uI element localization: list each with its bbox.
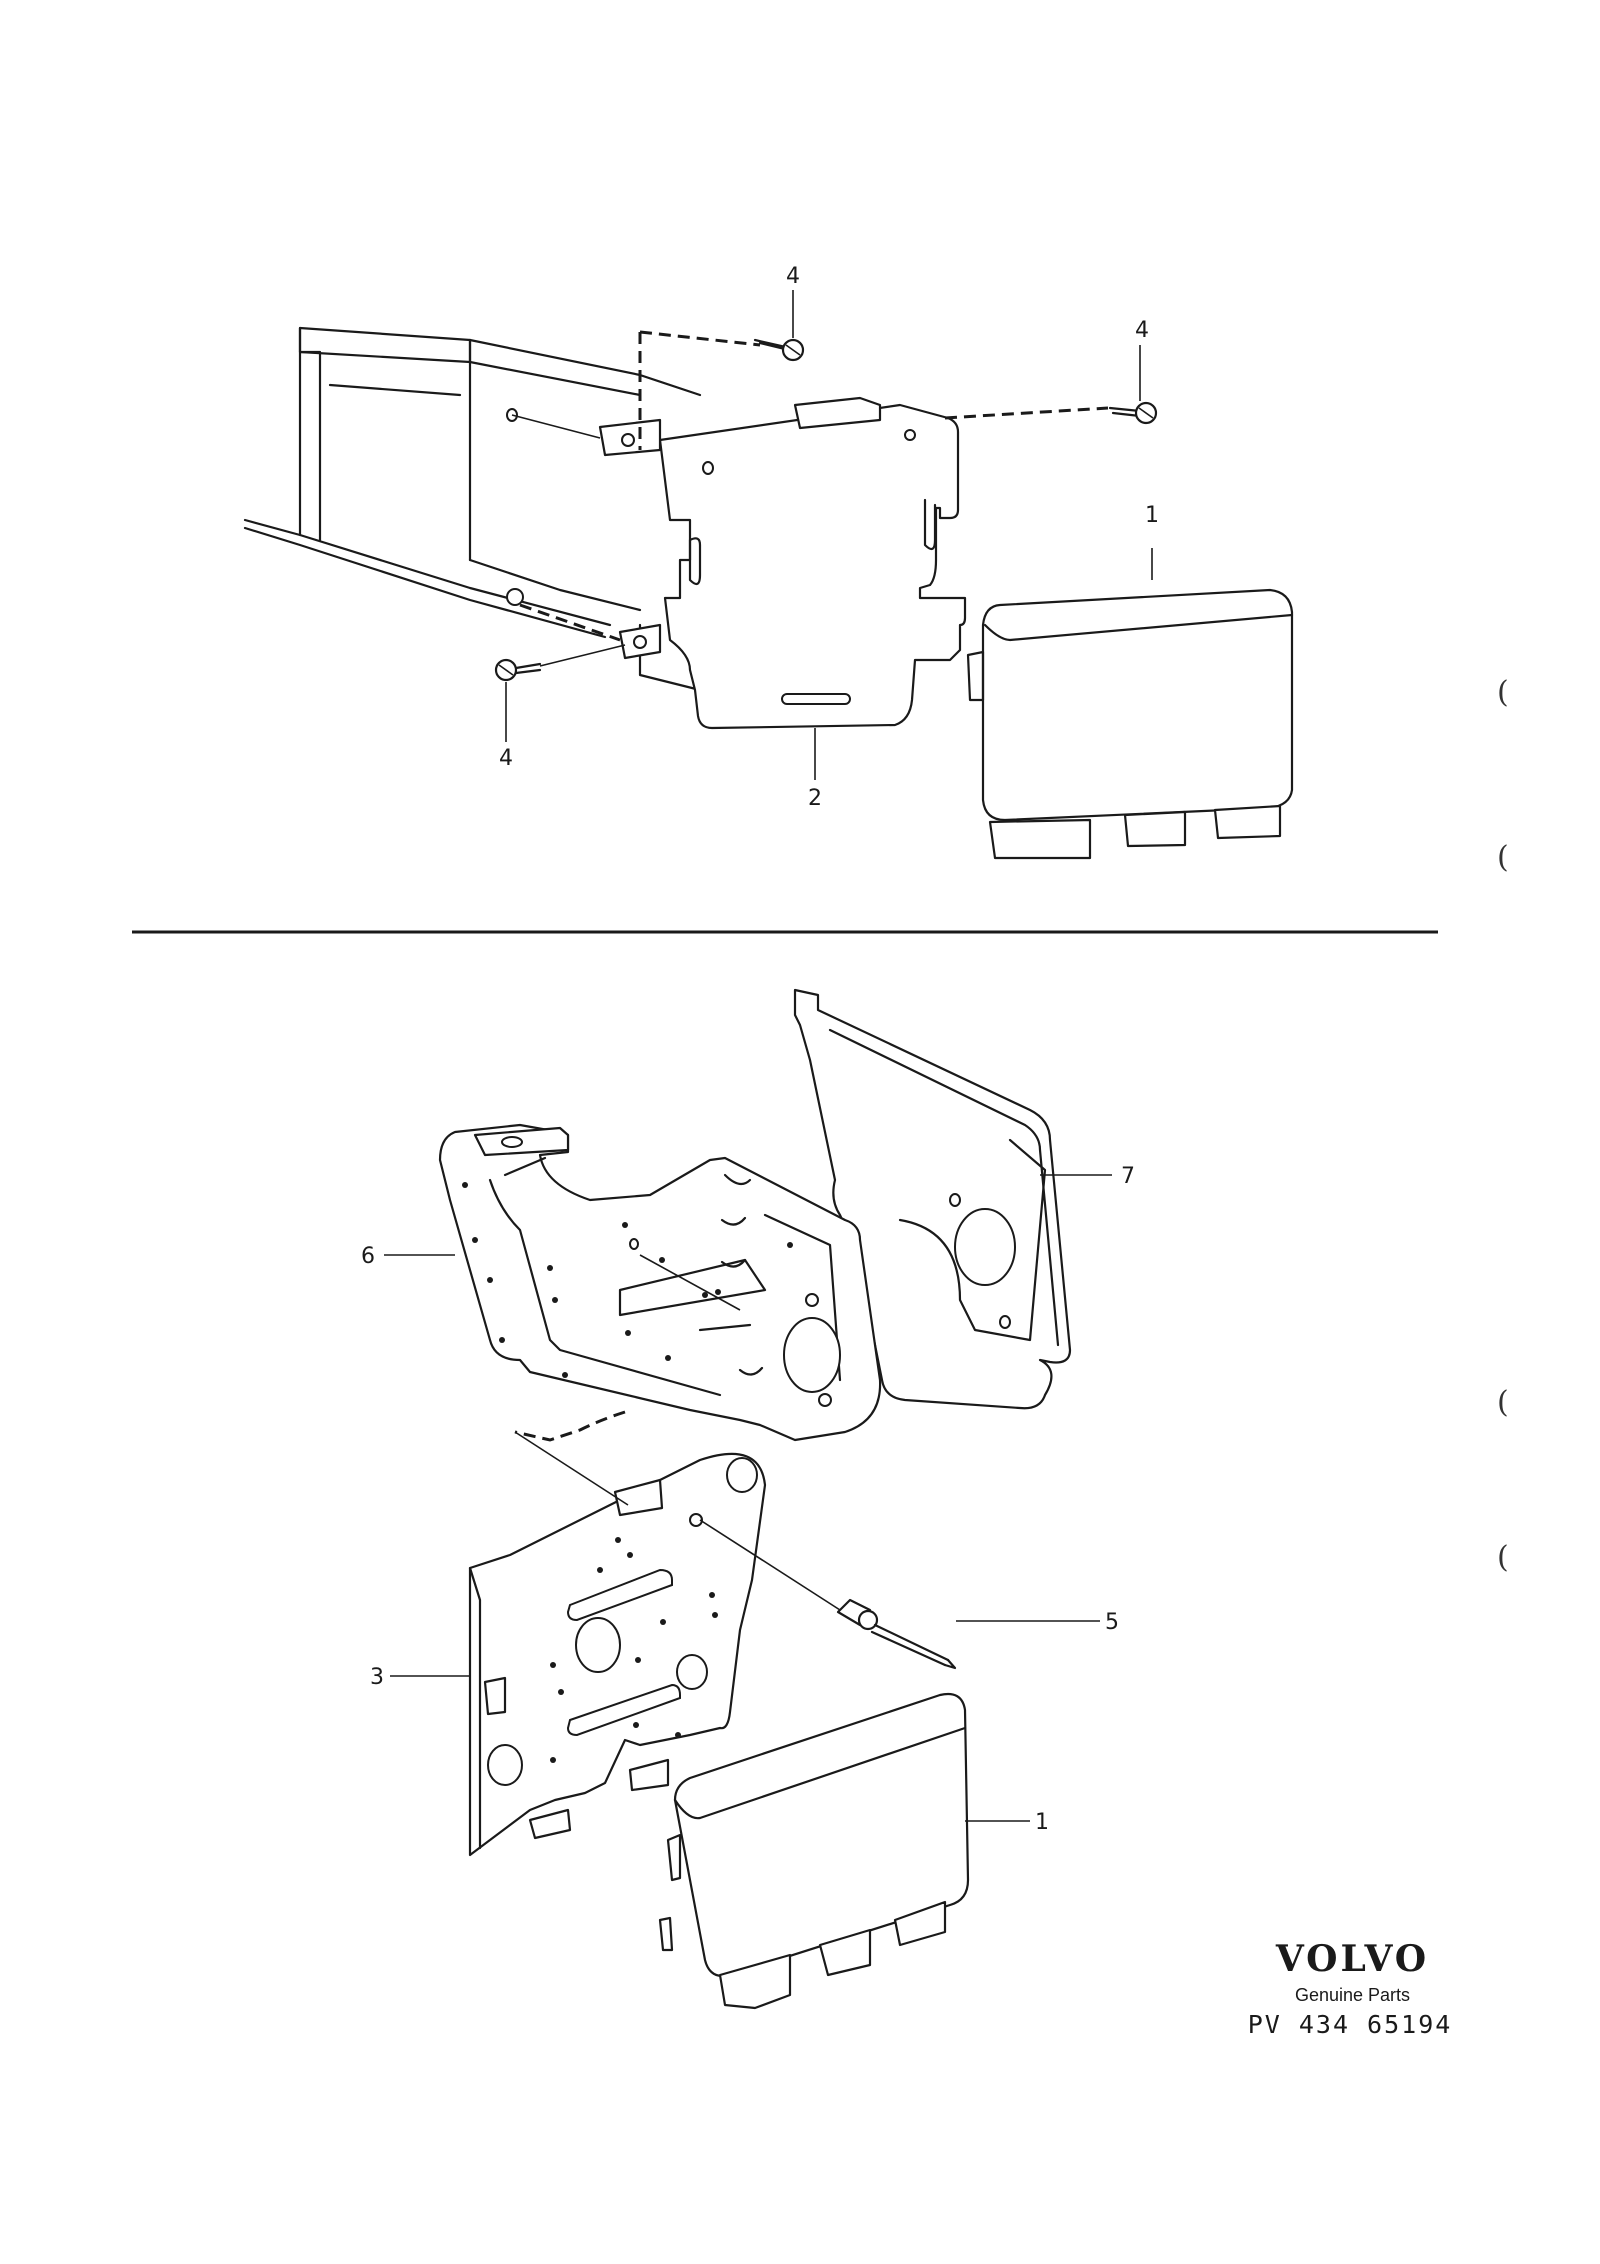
screw-right	[1108, 401, 1158, 425]
callout-rivet-5: 5	[1105, 1610, 1119, 1635]
callout-unit-bottom: 1	[1035, 1810, 1049, 1835]
margin-mark: (	[1497, 1540, 1509, 1575]
callout-shield-7: 7	[1121, 1164, 1135, 1189]
brand-subtitle: Genuine Parts	[1294, 1985, 1411, 2005]
callout-bracket: 2	[808, 786, 822, 811]
callout-screw-right: 4	[1135, 318, 1149, 343]
callout-plate-6: 6	[361, 1244, 375, 1269]
screw-top	[753, 338, 805, 362]
screw-left	[494, 658, 542, 682]
control-unit-item-1-bottom	[658, 1692, 970, 2010]
part-reference-number: PV 434 65194	[1247, 2010, 1453, 2039]
callout-screw-left: 4	[499, 746, 513, 771]
callout-unit-top: 1	[1145, 503, 1159, 528]
control-unit-item-1-top	[966, 588, 1294, 860]
volvo-logo: VOLVO	[1275, 1938, 1430, 1980]
margin-mark: (	[1497, 675, 1509, 710]
margin-mark: (	[1497, 840, 1509, 875]
shield-item-7	[793, 988, 1072, 1410]
callout-screw-top: 4	[786, 264, 800, 289]
plate-item-6	[438, 1123, 882, 1442]
rivet-item-5	[836, 1598, 957, 1670]
margin-mark: (	[1497, 1385, 1509, 1420]
bracket-item-2	[598, 396, 967, 730]
top-assembly	[243, 290, 1294, 860]
bottom-assembly	[384, 988, 1112, 2010]
plate-item-3	[468, 1452, 767, 1857]
callout-plate-3: 3	[370, 1665, 384, 1690]
